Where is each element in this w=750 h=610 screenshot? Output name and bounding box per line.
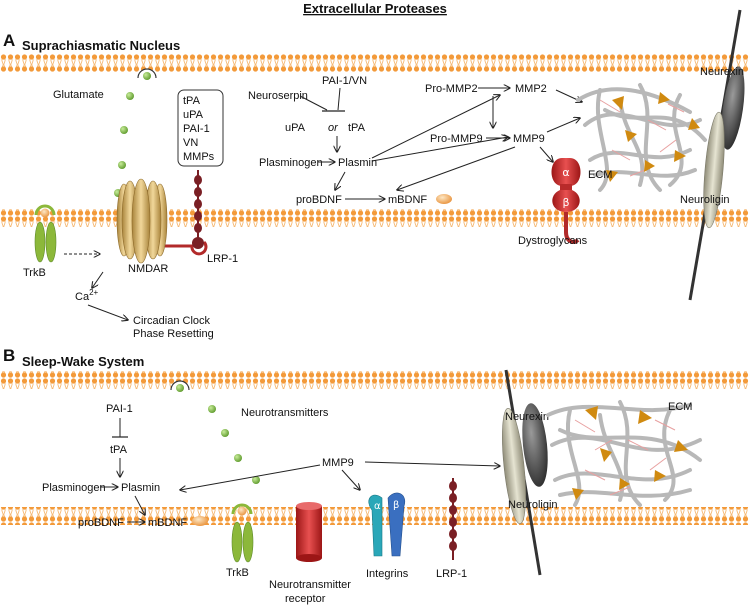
protease-box [177,89,224,167]
arrow-mmp9-ecm-b [364,461,500,466]
label-ecm-a: ECM [588,169,612,181]
label-mmp9-b: MMP9 [322,457,354,469]
arrow-plasmin-bdnf-b [134,495,145,515]
label-upa: uPA [285,122,306,134]
arrow-mmp9-mbdnf [397,146,516,190]
inhibition-lines-a [299,87,345,112]
label-glutamate: Glutamate [53,89,104,101]
label-neuroligin-a: Neuroligin [680,194,730,206]
membrane-a-bottom [0,209,750,227]
membrane-a-top [0,54,750,72]
arrow-mmp9-bdnf-b [180,464,321,490]
label-plasminogen-a: Plasminogen [259,157,323,169]
label-integrins: Integrins [366,568,409,580]
label-lrp1-b: LRP-1 [436,568,467,580]
arrow-plasmin-mmp9 [371,137,508,162]
label-probdnf-a: proBDNF [296,194,342,206]
arrow-mmp9-ecm [546,118,580,133]
vesicle-dot-b [176,384,184,392]
label-neuroserpin: Neuroserpin [248,90,308,102]
mbdnf-molecule-a [436,194,452,204]
dystroglycan-alpha: α [562,166,569,179]
ecm-orange-blocks-b [572,406,688,500]
arrow-nmdar-ca [92,271,104,288]
lrp1-chain-a [165,170,208,256]
label-circadian-1: Circadian Clock [133,315,211,327]
ecm-pink-links-b [574,419,676,496]
neurotransmitter-receptor [296,502,322,562]
box-item-mmps: MMPs [183,151,215,163]
panel-b-heading: Sleep-Wake System [22,354,144,369]
label-tpa-a: tPA [348,122,366,134]
label-dystroglycans: Dystroglycans [518,235,588,247]
arrow-plasmin-bdnf [335,171,346,190]
trkb-receptor-a [34,204,57,263]
neurexin-a [721,66,745,150]
panel-a-heading: Suprachiasmatic Nucleus [22,38,180,53]
membrane-b-top [0,371,750,389]
label-nt-receptor-2: receptor [285,593,326,605]
neurexin-b [522,403,548,487]
ecm-network-a [576,83,707,192]
label-lrp1-a: LRP-1 [207,253,238,265]
label-neurexin-a: Neurexin [700,66,744,78]
box-item-tpa: tPA [183,95,201,107]
box-item-vn: VN [183,137,198,149]
lrp1-chain-b [449,478,457,560]
integrins: α β [368,492,406,557]
label-ecm-b: ECM [668,401,692,413]
neuroligin-a [703,111,725,229]
neuroligin-b [502,408,526,524]
label-plasminogen-b: Plasminogen [42,482,106,494]
neurotransmitter-dots [208,405,260,484]
label-plasmin-a: Plasmin [338,157,377,169]
label-trkb-b: TrkB [226,567,249,579]
label-nt-receptor-1: Neurotransmitter [269,579,351,591]
label-neurexin-b: Neurexin [505,411,549,423]
label-ca: Ca2+ [75,288,99,303]
ecm-orange-blocks-a [606,92,700,182]
box-item-pai1: PAI-1 [183,123,210,135]
label-plasmin-b: Plasmin [121,482,160,494]
label-pro-mmp2: Pro-MMP2 [425,83,478,95]
arrow-ca-circadian [87,304,128,320]
label-mmp9-a: MMP9 [513,133,545,145]
label-nmdar: NMDAR [128,263,168,275]
nmdar-receptor [116,178,168,264]
dystroglycan-complex: α β [551,158,581,244]
vesicle-dot [143,72,151,80]
label-neuroligin-b: Neuroligin [508,499,558,511]
arrow-mmp9-dystroglycan [539,146,553,162]
label-mmp2: MMP2 [515,83,547,95]
label-pai1-vn: PAI-1/VN [322,75,367,87]
label-pai1-b: PAI-1 [106,403,133,415]
label-mbdnf-a: mBDNF [388,194,427,206]
label-neurotransmitters: Neurotransmitters [241,407,329,419]
figure-title: Extracellular Proteases [303,1,447,16]
mbdnf-molecule-b [192,516,208,526]
integrin-alpha: α [374,501,381,512]
label-probdnf-b: proBDNF [78,517,124,529]
trkb-receptor-b [231,503,254,563]
label-mbdnf-b: mBDNF [148,517,187,529]
integrin-beta: β [393,500,399,511]
panel-a-letter: A [3,31,15,50]
label-circadian-2: Phase Resetting [133,328,214,340]
label-or: or [328,122,339,134]
panel-b-letter: B [3,346,15,365]
arrow-plasmin-mmp2 [371,95,500,159]
protease-box-list: tPA uPA PAI-1 VN MMPs [183,95,215,163]
label-trkb-a: TrkB [23,267,46,279]
label-pro-mmp9: Pro-MMP9 [430,133,483,145]
label-tpa-b: tPA [110,444,128,456]
dystroglycan-beta: β [562,196,569,209]
arrow-mmp9-integrins [341,469,360,490]
box-item-upa: uPA [183,109,204,121]
